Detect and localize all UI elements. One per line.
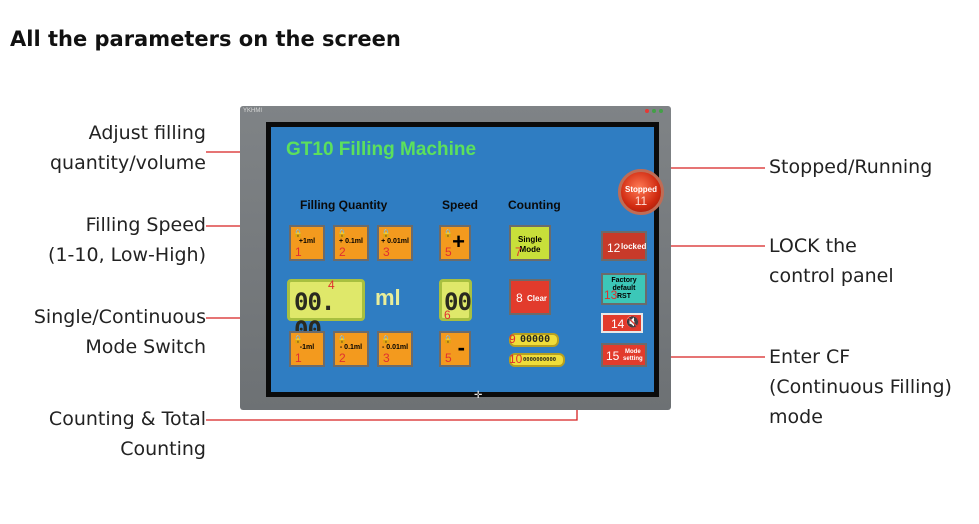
mode-button[interactable]: Single Mode 7 [509,225,551,261]
speed-display[interactable]: 00 6 [439,279,472,322]
status-leds [645,109,663,113]
status-button[interactable]: Stopped 11 [618,169,664,215]
device-brand: YKHMI [243,108,263,114]
minus-0.01ml-button[interactable]: 🔒 - 0.01ml 3 [377,331,413,367]
factory-reset-button[interactable]: Factory default RST 13 [601,273,647,305]
minus-1ml-button[interactable]: 🔒 -1ml 1 [289,331,325,367]
total-count-display: 10 0000000000 [509,352,565,367]
speed-minus-button[interactable]: 🔒 - 5 [439,331,471,367]
hmi-title: GT10 Filling Machine [286,139,477,160]
speaker-mute-icon: 🔇 [625,315,640,329]
quantity-unit: ml [375,285,401,310]
lock-icon: 🔒 [293,335,303,344]
header-filling-quantity: Filling Quantity [300,198,388,212]
home-icon[interactable]: ✛ [474,390,483,401]
header-counting: Counting [508,198,561,212]
page-title: All the parameters on the screen [10,27,401,51]
plus-0.1ml-button[interactable]: 🔒 + 0.1ml 2 [333,225,369,261]
buzzer-button[interactable]: 14 🔇 [601,313,643,333]
lock-icon: 🔒 [337,335,347,344]
screen-frame: GT10 Filling Machine Filling Quantity Sp… [266,122,664,397]
clear-button[interactable]: 8 Clear [509,279,551,315]
header-speed: Speed [442,198,479,212]
lock-icon: 🔒 [381,335,391,344]
lock-icon: 🔒 [443,335,453,344]
led-green [652,109,656,113]
callout-stopped-running: Stopped/Running [769,156,933,178]
plus-1ml-button[interactable]: 🔒 +1ml 1 [289,225,325,261]
minus-0.1ml-button[interactable]: 🔒 - 0.1ml 2 [333,331,369,367]
count-display: 9 00000 [509,332,559,347]
plus-0.01ml-button[interactable]: 🔒 + 0.01ml 3 [377,225,413,261]
callout-enter-cf: Enter CF(Continuous Filling)mode [769,346,952,428]
lock-icon: 🔒 [293,229,303,238]
led-green [659,109,663,113]
lock-icon: 🔒 [337,229,347,238]
hmi-device: YKHMI GT10 Filling Machine Filling Quant… [240,106,671,410]
hmi-screen: GT10 Filling Machine Filling Quantity Sp… [271,127,664,392]
lock-icon: 🔒 [443,229,453,238]
mode-setting-button[interactable]: 15 Mode setting [601,343,647,367]
callout-filling-speed: Filling Speed(1-10, Low-High) [48,214,206,266]
quantity-display[interactable]: 00. 00 4 [287,278,365,344]
speed-plus-button[interactable]: 🔒 + 5 [439,225,471,261]
led-red [645,109,649,113]
lock-icon: 🔒 [381,229,391,238]
lock-button[interactable]: 12 locked [601,231,647,261]
